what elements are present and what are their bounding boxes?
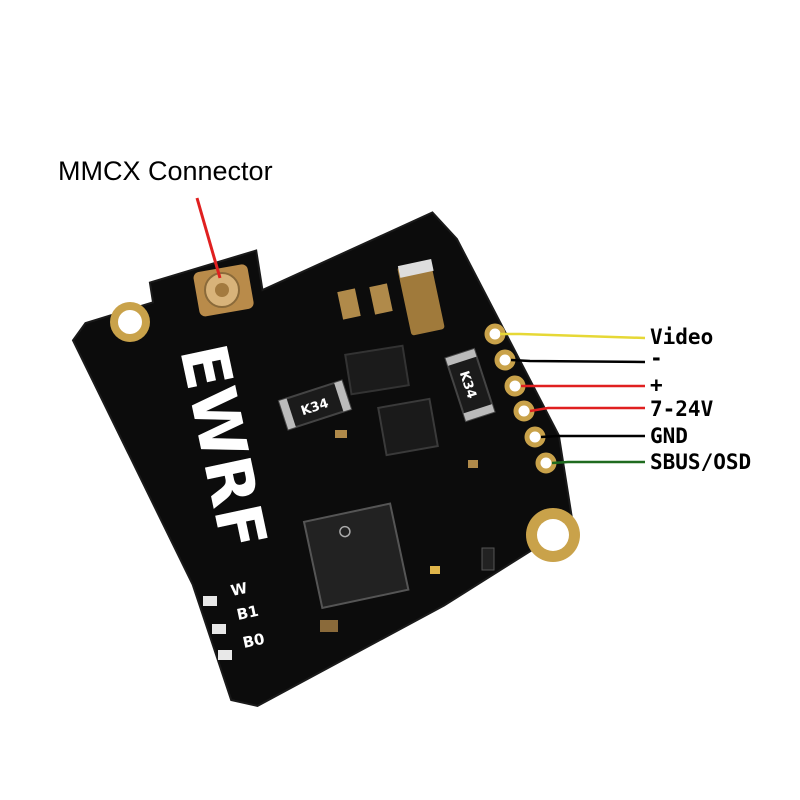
wire-7-24v bbox=[529, 406, 645, 413]
pin-wires bbox=[500, 332, 646, 465]
mounting-hole-right bbox=[526, 508, 580, 562]
pin-label-sbus-osd: SBUS/OSD bbox=[650, 450, 752, 474]
main-chip bbox=[302, 502, 410, 610]
diode-k34-left: K34 bbox=[277, 379, 353, 431]
connector-label: MMCX Connector bbox=[58, 156, 273, 186]
inductor bbox=[344, 344, 410, 396]
pin-label-gnd: GND bbox=[650, 424, 688, 448]
pin-label-minus: - bbox=[650, 346, 663, 370]
led-group: W B1 B0 bbox=[203, 579, 266, 660]
wire-gnd bbox=[540, 434, 645, 439]
wire-sbus-osd bbox=[551, 460, 645, 465]
pcb-board bbox=[71, 211, 575, 707]
small-components bbox=[320, 283, 495, 632]
tantalum-cap bbox=[397, 260, 445, 336]
wire-minus bbox=[510, 358, 646, 364]
mmcx-connector bbox=[193, 264, 254, 317]
led-label-b0: B0 bbox=[241, 630, 266, 652]
pin-label-video: Video bbox=[650, 325, 714, 349]
led-label-w: W bbox=[229, 579, 249, 600]
pin-label-7-24v: 7-24V bbox=[650, 397, 714, 421]
wire-video bbox=[500, 332, 646, 340]
mounting-hole-left bbox=[110, 302, 150, 342]
regulator-chip bbox=[377, 397, 439, 457]
diode-k34-right: K34 bbox=[444, 347, 496, 423]
pin-label-plus: + bbox=[650, 373, 663, 397]
led-label-b1: B1 bbox=[235, 602, 260, 624]
connector-pointer-line bbox=[195, 197, 222, 279]
